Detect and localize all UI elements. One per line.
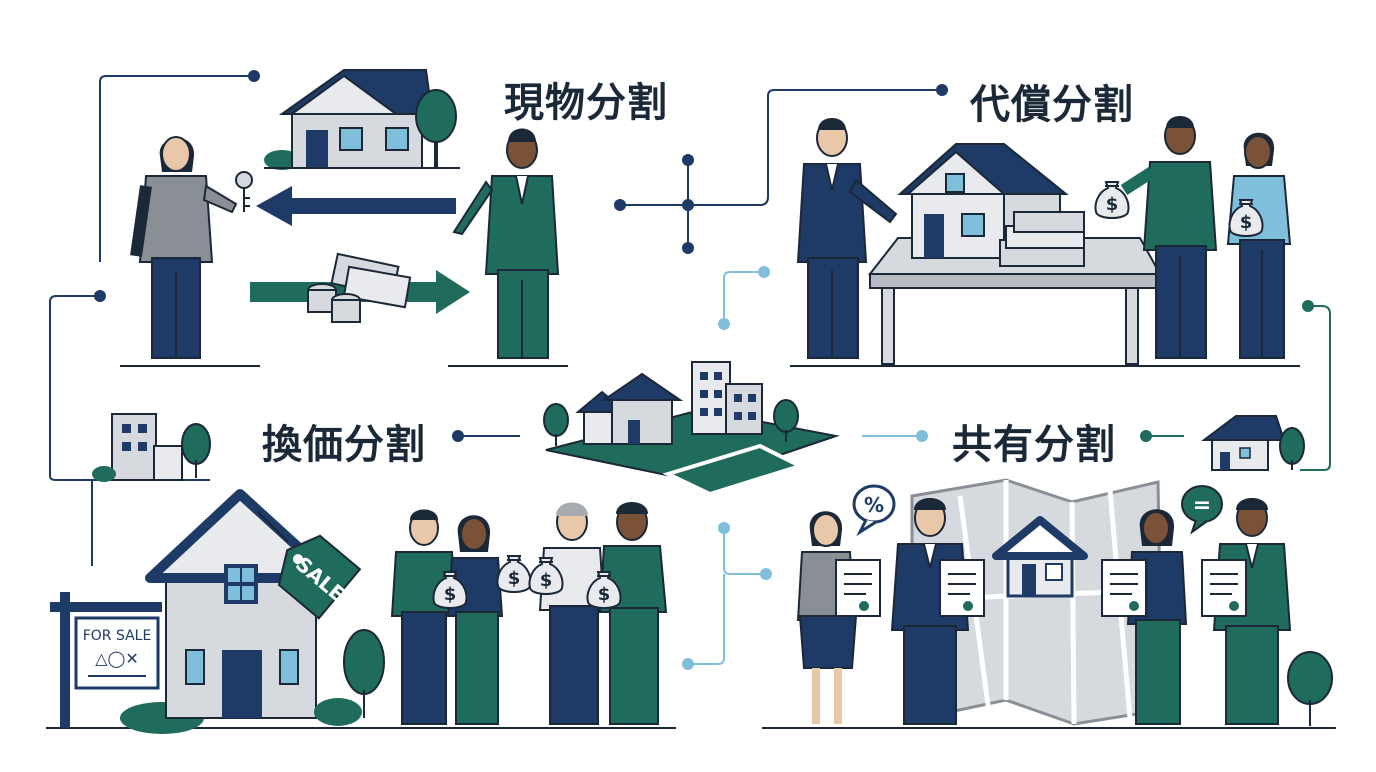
co-ownership-division-scene: % =	[762, 478, 1336, 729]
connector-lines	[49, 70, 1331, 670]
land-parcel-scene	[543, 361, 840, 497]
for-sale-sign-symbols: △◯✕	[95, 649, 139, 668]
tree-icon	[543, 399, 799, 446]
arrow-left-icon	[256, 186, 456, 226]
money-transfer-icon	[250, 252, 470, 323]
key-icon	[235, 171, 253, 212]
svg-text:$: $	[540, 570, 553, 591]
money-bag-icon: $	[528, 557, 564, 595]
person-heir-2	[446, 515, 504, 725]
title-co-ownership-division: 共有分割	[952, 422, 1116, 468]
money-bag-icon: $	[432, 571, 468, 609]
person-man-teal-suit	[452, 128, 560, 359]
building-icon	[92, 413, 211, 482]
money-bag-icon: $	[496, 555, 532, 593]
physical-division-scene	[120, 69, 568, 367]
svg-text:$: $	[1240, 212, 1253, 233]
person-heir-4	[598, 502, 668, 725]
person-man-with-money-bag: $	[1094, 116, 1218, 359]
tree-icon	[343, 629, 385, 718]
person-man-navy-suit	[796, 118, 898, 359]
person-heir-1	[390, 509, 458, 725]
house-for-sale	[120, 489, 362, 734]
compensatory-division-scene: $ $	[790, 116, 1300, 367]
person-woman-with-key	[130, 136, 253, 359]
svg-text:%: %	[864, 493, 884, 517]
money-bag-icon: $	[1094, 181, 1130, 219]
house-icon	[264, 69, 460, 170]
sale-price-tag: SALE	[257, 511, 362, 620]
svg-text:$: $	[508, 568, 521, 589]
for-sale-sign-label: FOR SALE	[83, 628, 152, 644]
person-heir-3	[538, 502, 606, 725]
document-icon	[939, 559, 985, 617]
money-bag-icon: $	[1228, 199, 1264, 237]
house-icon	[1201, 415, 1305, 471]
conversion-division-scene: FOR SALE △◯✕ SALE	[46, 489, 676, 734]
building-icon	[691, 361, 763, 435]
document-icon	[835, 559, 881, 617]
svg-text:$: $	[598, 584, 611, 605]
for-sale-sign: FOR SALE △◯✕	[50, 592, 162, 728]
svg-text:$: $	[444, 584, 457, 605]
equals-speech-bubble: =	[1181, 485, 1223, 535]
title-compensatory-division: 代償分割	[970, 82, 1134, 128]
document-icon	[1101, 559, 1147, 617]
house-icon	[992, 516, 1088, 598]
tree-icon	[1287, 651, 1333, 726]
person-woman-with-money-bag: $	[1226, 132, 1292, 359]
title-physical-division: 現物分割	[504, 80, 668, 126]
house-icon	[575, 372, 684, 445]
percent-speech-bubble: %	[852, 484, 896, 537]
money-bag-icon: $	[586, 571, 622, 609]
title-conversion-division: 換価分割	[262, 422, 426, 468]
cash-stack-icon	[999, 211, 1085, 267]
document-icon	[1201, 559, 1247, 617]
svg-text:=: =	[1193, 493, 1211, 518]
svg-text:$: $	[1106, 194, 1119, 215]
person-owner-1	[796, 511, 858, 724]
